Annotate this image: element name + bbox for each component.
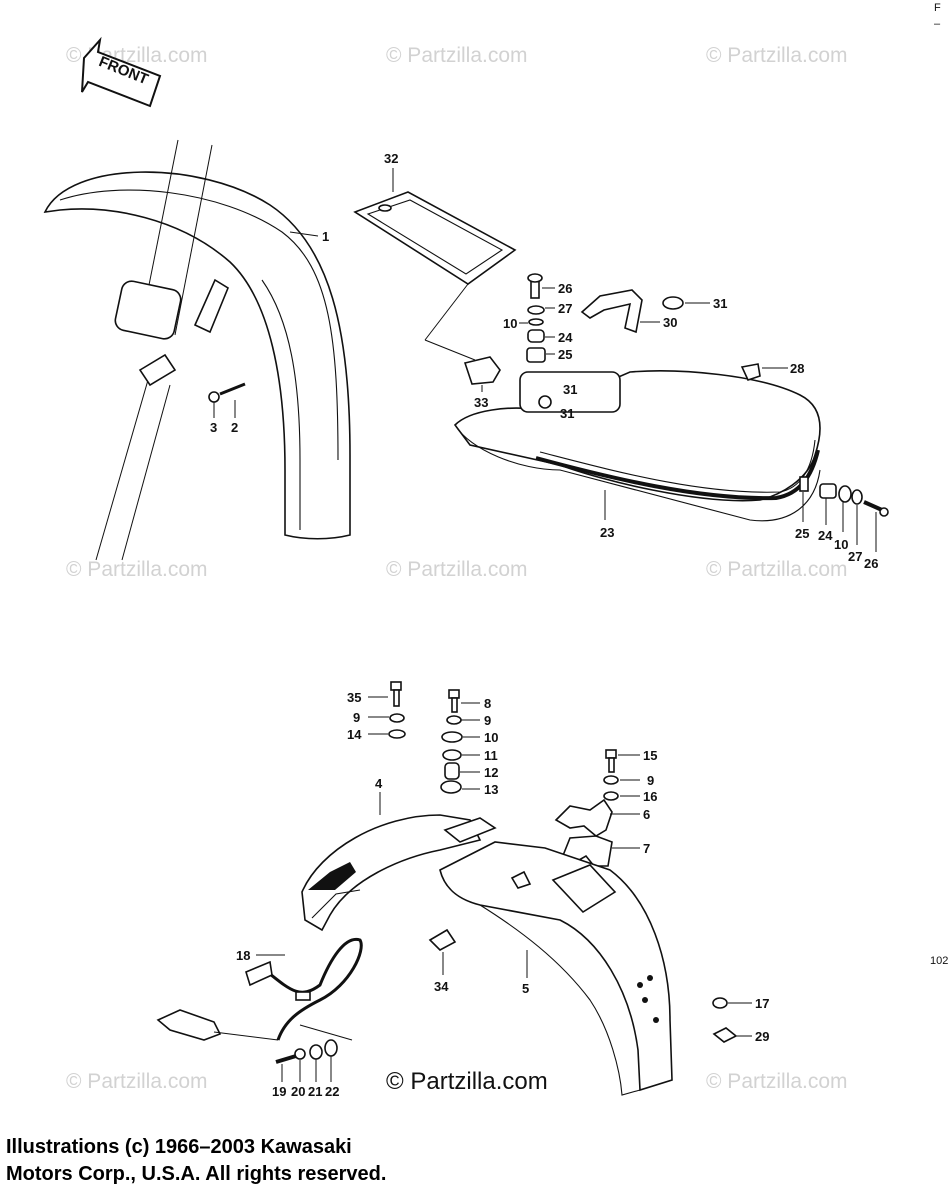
part-31-grommet [662,296,684,310]
main-watermark: © Partzilla.com [386,1068,548,1095]
callout-25-upper: 25 [558,347,572,362]
corner-mark-top: F [934,2,941,14]
callout-33: 33 [474,395,488,410]
callout-30: 30 [663,315,677,330]
callout-34: 34 [434,979,449,994]
part-30-bracket [580,289,643,334]
callout-26-rear: 26 [864,556,878,571]
part-32-tray [353,191,517,285]
callout-3: 3 [210,420,217,435]
callout-10-upper: 10 [503,316,517,331]
callout-6: 6 [643,807,650,822]
fastener-stack-8 [440,689,463,794]
callout-1: 1 [322,229,329,244]
part-4-inner-fender [301,814,497,932]
part-29 [712,1027,738,1043]
callout-27-rear: 27 [848,549,862,564]
callout-31-low: 31 [560,406,574,421]
callout-35: 35 [347,690,361,705]
callout-20: 20 [291,1084,305,1099]
watermark: © Partzilla.com [706,558,848,581]
callout-8: 8 [484,696,491,711]
callout-32: 32 [384,151,398,166]
front-fender [43,139,351,561]
callout-16: 16 [643,789,657,804]
callout-28: 28 [790,361,804,376]
callout-24-upper: 24 [558,330,573,345]
callout-5: 5 [522,981,529,996]
callout-22: 22 [325,1084,339,1099]
part-5-rear-fender [439,841,673,1096]
diagram-code: 102 [930,955,948,967]
callout-9-center: 9 [484,713,491,728]
callout-18: 18 [236,948,250,963]
callout-10-center: 10 [484,730,498,745]
callout-21: 21 [308,1084,322,1099]
part-23-seat [453,370,821,522]
callout-26-upper: 26 [558,281,572,296]
callout-23: 23 [600,525,614,540]
copyright-line-1: Illustrations (c) 1966–2003 Kawasaki [6,1136,352,1158]
callout-9-right: 9 [647,773,654,788]
callout-2: 2 [231,420,238,435]
part-34 [428,928,457,951]
fastener-stack-35 [388,681,406,739]
fastener-stack-rear [799,476,889,517]
callout-12: 12 [484,765,498,780]
callout-24-rear: 24 [818,528,833,543]
watermark: © Partzilla.com [706,1070,848,1093]
callout-27-upper: 27 [558,301,572,316]
callout-15: 15 [643,748,657,763]
part-28 [740,363,761,381]
fastener-stack-15 [603,749,619,801]
callout-25-rear: 25 [795,526,809,541]
copyright-line-2: Motors Corp., U.S.A. All rights reserved… [6,1163,387,1185]
callout-17: 17 [755,996,769,1011]
watermark: © Partzilla.com [706,44,848,67]
callout-7: 7 [643,841,650,856]
part-18-cable [156,937,363,1041]
callout-11: 11 [484,748,498,763]
callout-10-rear: 10 [834,537,848,552]
part-6-bracket [554,798,613,837]
watermark: © Partzilla.com [386,558,528,581]
watermark: © Partzilla.com [386,44,528,67]
callout-13: 13 [484,782,498,797]
watermark: © Partzilla.com [66,558,208,581]
part-33-clip [463,356,501,385]
part-17 [712,997,728,1009]
callout-14: 14 [347,727,362,742]
callout-29: 29 [755,1029,769,1044]
fastener-row-bottom [275,1039,338,1064]
callout-19: 19 [272,1084,286,1099]
callout-9-left: 9 [353,710,360,725]
callout-31-mid: 31 [563,382,577,397]
fastener-stack-upper [526,273,546,363]
front-arrow-icon: FRONT [81,36,162,108]
callout-31-top: 31 [713,296,727,311]
watermark: © Partzilla.com [66,1070,208,1093]
corner-mark-dash: – [934,18,941,30]
callout-4: 4 [375,776,383,791]
